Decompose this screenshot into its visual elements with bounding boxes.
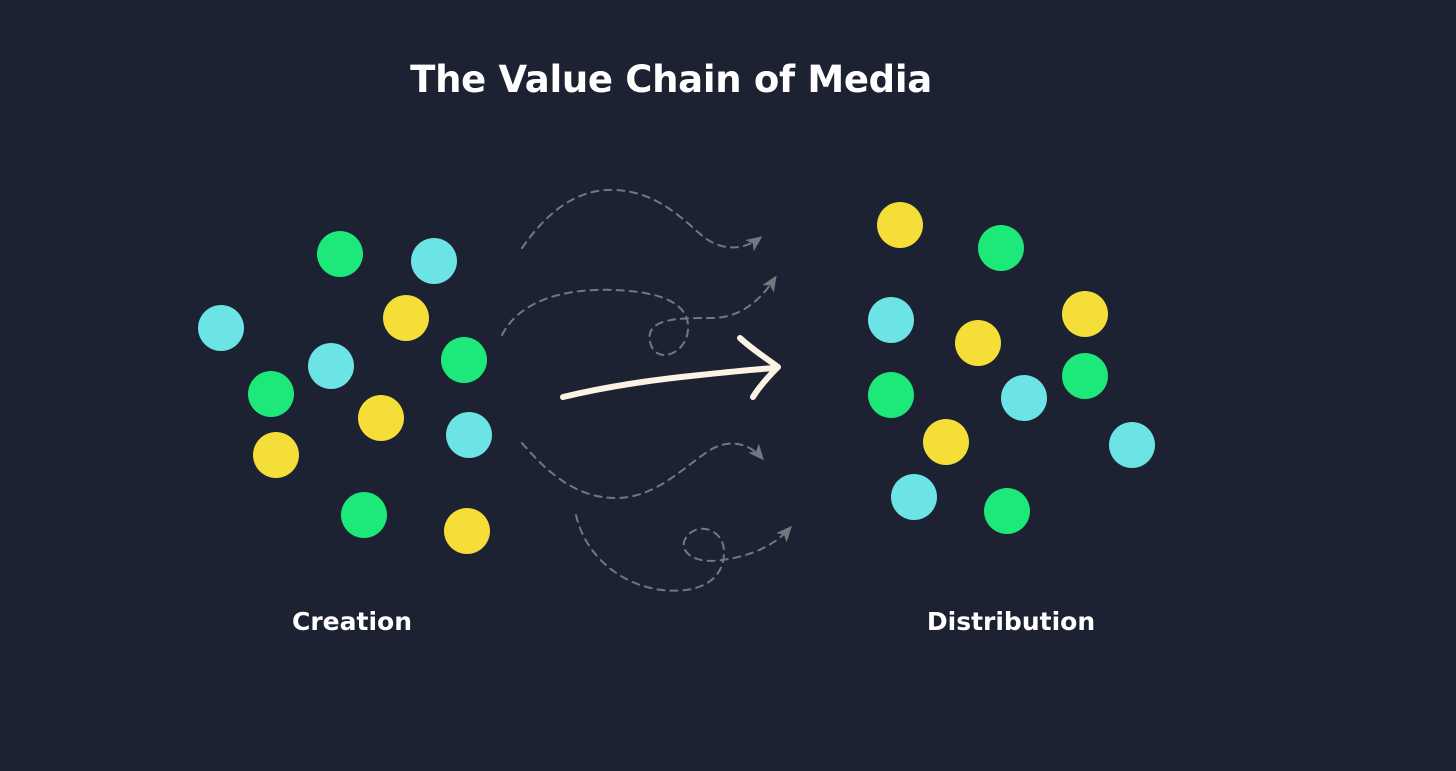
dashed-flow-arrow-1 xyxy=(521,188,763,252)
diagram-title: The Value Chain of Media xyxy=(410,58,932,101)
main-arrow-head xyxy=(737,335,781,400)
main-arrow xyxy=(560,335,781,400)
distribution-dot-cluster xyxy=(868,202,1155,534)
creation-dot-cyan xyxy=(446,412,492,458)
distribution-dot-green xyxy=(1062,353,1108,399)
main-arrow-shaft xyxy=(560,365,779,400)
dashed-flow-arrow-2 xyxy=(501,275,777,356)
distribution-dot-cyan xyxy=(891,474,937,520)
creation-dot-cyan xyxy=(411,238,457,284)
creation-dot-yellow xyxy=(444,508,490,554)
creation-dot-yellow xyxy=(383,295,429,341)
creation-dot-green xyxy=(341,492,387,538)
distribution-dot-cyan xyxy=(1109,422,1155,468)
dashed-flow-arrow-3 xyxy=(521,442,764,500)
creation-dot-cyan xyxy=(308,343,354,389)
distribution-dot-yellow xyxy=(877,202,923,248)
distribution-dot-green xyxy=(868,372,914,418)
dashed-flow-arrows xyxy=(501,188,792,592)
creation-dot-green xyxy=(248,371,294,417)
creation-label: Creation xyxy=(292,607,412,636)
distribution-dot-yellow xyxy=(955,320,1001,366)
distribution-dot-yellow xyxy=(1062,291,1108,337)
distribution-dot-yellow xyxy=(923,419,969,465)
creation-dot-cyan xyxy=(198,305,244,351)
distribution-label: Distribution xyxy=(926,607,1096,636)
creation-dot-yellow xyxy=(358,395,404,441)
distribution-dot-green xyxy=(984,488,1030,534)
creation-dot-green xyxy=(317,231,363,277)
dashed-flow-arrow-4 xyxy=(575,514,792,592)
distribution-dot-cyan xyxy=(868,297,914,343)
distribution-dot-green xyxy=(978,225,1024,271)
creation-dot-cluster xyxy=(198,231,492,554)
creation-dot-yellow xyxy=(253,432,299,478)
creation-dot-green xyxy=(441,337,487,383)
distribution-dot-cyan xyxy=(1001,375,1047,421)
